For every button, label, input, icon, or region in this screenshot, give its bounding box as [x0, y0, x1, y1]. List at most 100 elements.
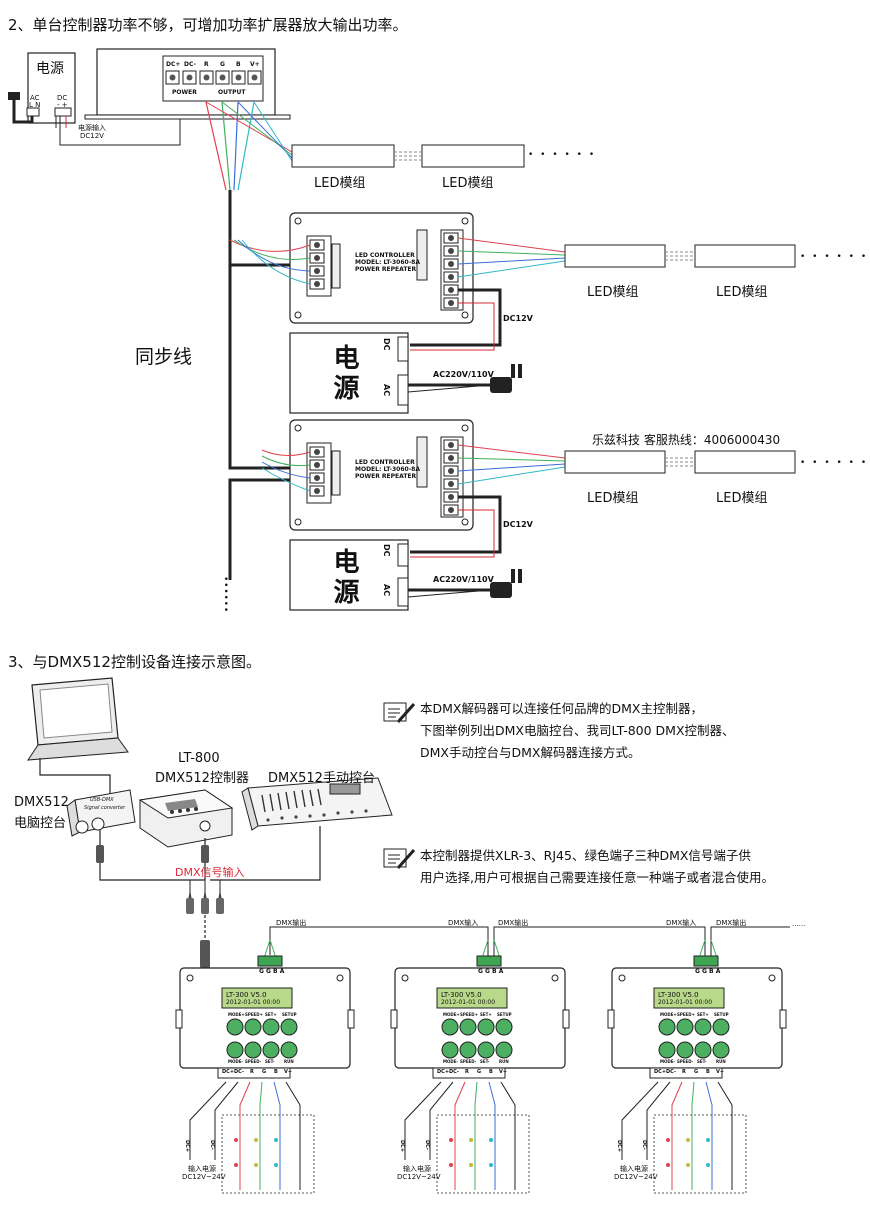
dmx-decoder-2 [390, 955, 570, 1079]
decoder-3-lcd-1: LT-300 V5.0 [658, 991, 699, 999]
key-label: MODE+ [443, 1012, 460, 1017]
controller-output-label: OUTPUT [218, 89, 246, 96]
xlr-cable-1 [96, 845, 104, 863]
out-term: DC+ [222, 1069, 235, 1075]
out-term: DC- [234, 1069, 245, 1075]
out-term: DC- [449, 1069, 460, 1075]
repeater-1-title: LED CONTROLLER [355, 252, 415, 259]
terminal-v-plus: V+ [250, 61, 260, 68]
led-strip-1b [421, 144, 525, 168]
repeater-1-dc12v: DC12V [503, 314, 533, 323]
dc-plus-label: DC+ [616, 1140, 622, 1153]
controller-power-label: POWER [172, 89, 197, 96]
small-power-supply [26, 52, 76, 124]
repeater-1-sub: POWER REPEATER [355, 266, 417, 273]
key-label: MODE- [660, 1059, 676, 1064]
psu-2-ac: AC [382, 584, 391, 597]
out-term: G [694, 1069, 699, 1075]
key-label: SETUP [497, 1012, 512, 1017]
usb-dmx-converter [66, 789, 136, 837]
psu-2-dc: DC [382, 544, 391, 557]
out-term: V+ [284, 1069, 293, 1075]
dmx-in-label-2: DMX输入 [448, 919, 479, 927]
decoder-3-outputs [621, 1081, 747, 1194]
decoder-3-lcd-2: 2012-01-01 00:00 [658, 999, 713, 1006]
terminal-b: B [236, 61, 241, 68]
key-label: MODE+ [660, 1012, 677, 1017]
key-label: MODE+ [228, 1012, 245, 1017]
dc-minus-label: DC- [209, 1140, 215, 1151]
led-strip-2b [694, 244, 796, 268]
ac-plug-small [8, 78, 34, 124]
decoder-1-terminal: G G B A [259, 968, 285, 975]
repeater-2-input-screws [309, 446, 325, 497]
out-term: R [682, 1069, 686, 1075]
repeater-2-dc12v: DC12V [503, 520, 533, 529]
key-label: SPEED- [677, 1059, 694, 1064]
note-icon-2-shape [383, 848, 416, 869]
repeater-2-output-screws [443, 439, 459, 516]
note-2-line-2: 用户选择,用户可根据自己需要连接任意一种端子或者混合使用。 [420, 870, 774, 885]
small-psu-dc-sign: - + [57, 101, 68, 109]
terminal-r: R [204, 61, 209, 68]
decoder-2-lcd-1: LT-300 V5.0 [441, 991, 482, 999]
decoder-3-terminal: G G B A [695, 968, 721, 975]
repeater-1-input-screws [309, 239, 325, 290]
led-module-2b-label: LED模组 [716, 285, 768, 300]
small-psu-ln: L N [29, 101, 41, 109]
power-in-voltage-3: DC12V~24V [614, 1173, 658, 1181]
key-label: SETUP [282, 1012, 297, 1017]
out-term: B [274, 1069, 278, 1075]
dmx-out-label-3: DMX输出 [716, 919, 747, 927]
key-label: SPEED- [460, 1059, 477, 1064]
note-1-line-1: 本DMX解码器可以连接任何品牌的DMX主控制器， [420, 701, 703, 716]
lt800-label-1: LT-800 [178, 751, 220, 766]
pc-console-label-2: 电脑控台 [14, 816, 67, 831]
key-label: MODE- [443, 1059, 459, 1064]
note-icon-1-shape [383, 702, 416, 723]
repeater-1-output-screws [443, 232, 459, 309]
led-strip-3b [694, 450, 796, 474]
laptop [27, 677, 129, 761]
dmx-decoder-3 [607, 955, 787, 1079]
led-module-3b-label: LED模组 [716, 491, 768, 506]
xlr-into-decoder [200, 940, 210, 968]
key-label: RUN [716, 1059, 726, 1064]
continue-dots-2: • • • • • • [800, 252, 869, 262]
dc-minus-label: DC- [424, 1140, 430, 1151]
pc-console-label-1: DMX512 [14, 795, 69, 810]
led-strip-2a [564, 244, 666, 268]
key-label: SET- [265, 1059, 275, 1064]
out-term: DC- [666, 1069, 677, 1075]
note-2-line-1: 本控制器提供XLR-3、RJ45、绿色端子三种DMX信号端子供 [420, 848, 751, 863]
out-term: B [706, 1069, 710, 1075]
small-psu-dc: DC [57, 94, 68, 102]
psu-input-voltage: DC12V [80, 132, 104, 140]
key-label: SET+ [480, 1012, 492, 1017]
power-in-label-2: 输入电源 [403, 1165, 431, 1173]
repeater-1-model: MODEL: LT-3060-8A [355, 259, 421, 266]
note-1-line-3: DMX手动控台与DMX解码器连接方式。 [420, 745, 641, 760]
led-module-2a-label: LED模组 [587, 285, 639, 300]
ac-plug-1 [490, 364, 522, 393]
led-strip-1a [291, 144, 395, 168]
continue-dots-1: • • • • • • [528, 150, 597, 160]
dmx-in-label-3: DMX输入 [666, 919, 697, 927]
out-term: B [489, 1069, 493, 1075]
psu-1-ac: AC [382, 384, 391, 397]
dmx-manual-console [241, 777, 393, 831]
key-label: SPEED+ [245, 1012, 263, 1017]
console-label: DMX512手动控台 [268, 771, 375, 786]
hotline-text: 乐兹科技 客服热线：4006000430 [592, 433, 781, 447]
xlr-connectors [186, 890, 224, 914]
decoder-1-lcd-1: LT-300 V5.0 [226, 991, 267, 999]
note-icon-2 [384, 849, 414, 869]
dmx-out-label-1: DMX输出 [276, 919, 307, 927]
psu-2-ac-input: AC220V/110V [433, 575, 494, 584]
note-1-line-2: 下图举例列出DMX电脑控台、我司LT-800 DMX控制器、 [420, 723, 735, 738]
key-label: SETUP [714, 1012, 729, 1017]
psu-1-dc: DC [382, 338, 391, 351]
power-supply-2 [289, 539, 409, 611]
xlr-cable-2 [201, 845, 209, 863]
